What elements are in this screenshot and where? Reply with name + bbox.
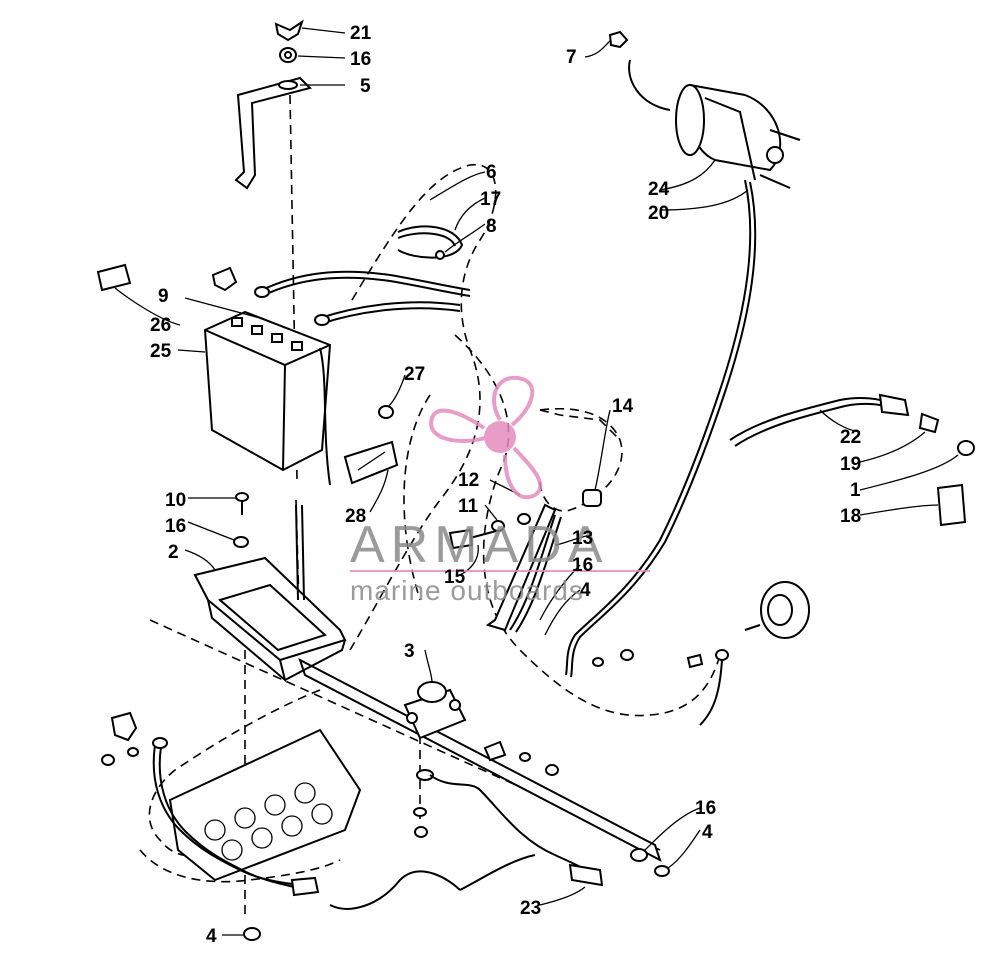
heat-shield [168,728,362,882]
callout-7: 7 [566,47,577,68]
callout-5: 5 [360,76,371,97]
callout-15: 15 [444,567,466,588]
washer [279,47,297,63]
callout-10: 10 [165,490,186,511]
decal-26 [96,263,132,292]
callout-20: 20 [648,203,669,224]
callout-9: 9 [158,286,169,307]
cable-23 [329,774,604,910]
decal-18 [936,483,967,527]
callout-labels: 21 16 5 7 6 17 8 24 20 9 26 25 27 14 22 … [150,23,861,947]
lower-left-cable [152,737,320,897]
horn [744,581,810,639]
callout-2: 2 [168,542,179,563]
wing-nut [274,19,304,42]
callout-11: 11 [458,496,479,517]
callout-22: 22 [840,427,861,448]
callout-25: 25 [150,341,172,362]
callout-8: 8 [486,216,497,237]
terminal-boot [211,266,238,292]
bottom-nut [243,927,261,941]
wiring-harness [729,393,910,447]
ground-cable [509,514,562,633]
callout-23: 23 [520,898,541,919]
callout-4-mid: 4 [580,580,591,601]
callout-16-mid: 16 [572,555,593,576]
solenoid-hardware [413,740,559,838]
propeller-logo-icon [429,375,543,500]
nut-12 [517,513,531,525]
callout-16-left: 16 [165,516,186,537]
callout-14: 14 [612,396,634,417]
key-switch [918,412,940,434]
battery-tray [193,504,347,683]
bar-end-nut [654,865,670,877]
lower-left-boot [110,711,138,742]
leader-lines [114,27,959,936]
bolt-15 [448,528,501,550]
cable-clamp [397,225,464,260]
callout-27: 27 [404,364,425,385]
starter-motor [675,83,801,189]
watermark-tagline: marine outboards [350,575,584,606]
armada-watermark: ARMADA marine outboards [350,375,650,606]
bar-end-washer [630,848,648,862]
starter-cable [565,59,757,678]
battery-hold-down-bracket [234,76,312,190]
callout-4-right: 4 [702,822,713,843]
battery [203,310,332,486]
callout-12: 12 [458,470,479,491]
battery-cables [254,270,471,326]
callout-24: 24 [648,179,670,200]
callout-16-top: 16 [350,49,371,70]
callout-19: 19 [840,454,861,475]
callout-26: 26 [150,315,171,336]
mount-bracket [485,409,621,632]
callout-13: 13 [572,528,593,549]
decal-28 [343,440,399,485]
callout-4-bottom: 4 [206,926,217,947]
washer-11 [491,520,505,532]
callout-17: 17 [480,189,501,210]
tray-washer [233,536,249,548]
callout-6: 6 [486,162,497,183]
callout-1: 1 [850,480,861,501]
battery-cap [378,405,394,419]
lower-left-nuts [101,747,139,766]
screw [235,492,249,515]
starter-nut [608,30,629,49]
callout-16-right: 16 [695,798,716,819]
starter-solenoid [403,681,467,740]
hardware-right [592,649,729,726]
callout-3: 3 [404,641,415,662]
switch-nut [957,440,975,456]
watermark-brand: ARMADA [350,516,608,574]
callout-21: 21 [350,23,372,44]
callout-18: 18 [840,506,861,527]
callout-28: 28 [345,506,366,527]
